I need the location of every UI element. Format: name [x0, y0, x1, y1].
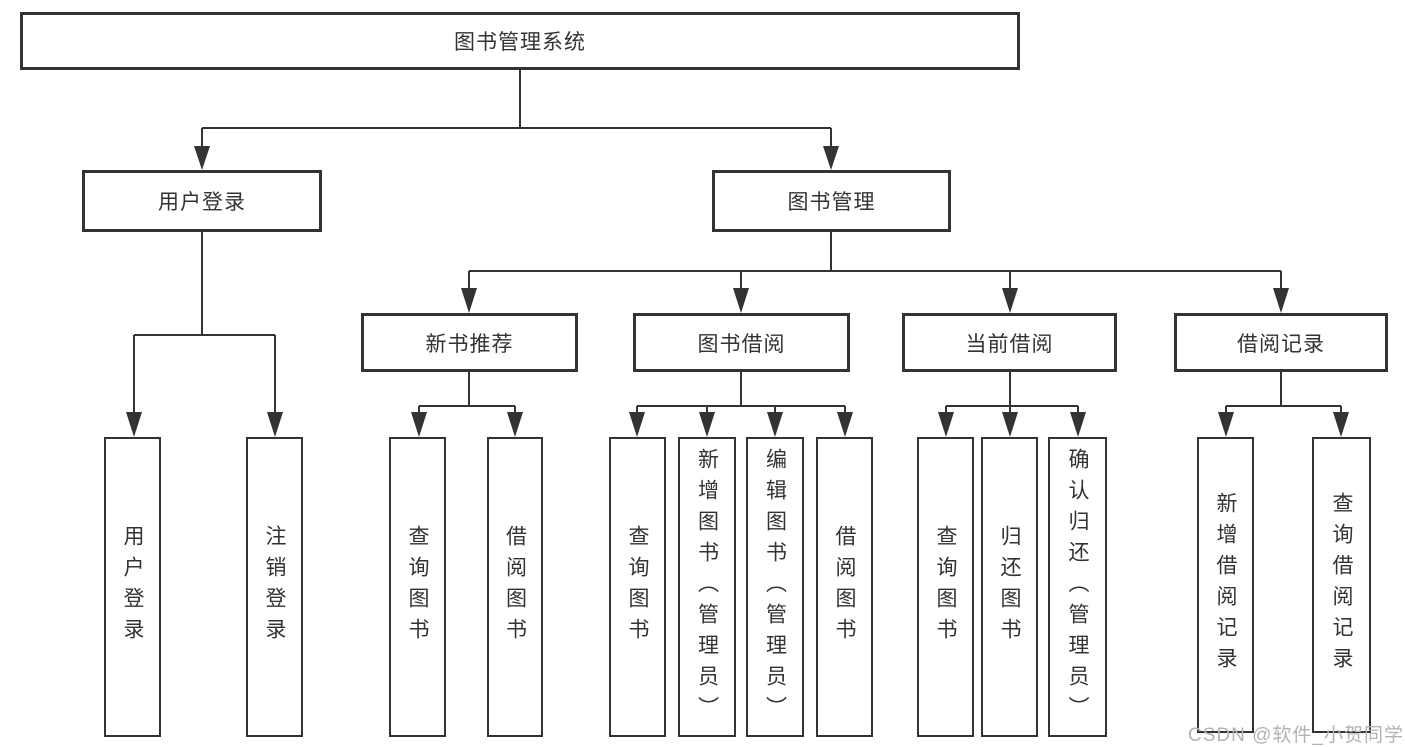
- node-borrow-records: 借阅记录: [1174, 313, 1388, 372]
- leaf-label: 借阅图书: [833, 525, 856, 649]
- leaf-label: 确认归还（管理员）: [1066, 447, 1089, 727]
- leaf-confirm-return-admin: 确认归还（管理员）: [1048, 437, 1107, 737]
- leaf-query-books-recommend: 查询图书: [389, 437, 446, 737]
- leaf-label: 归还图书: [998, 525, 1021, 649]
- leaf-query-books-borrow: 查询图书: [609, 437, 666, 737]
- leaf-label: 编辑图书（管理员）: [763, 447, 787, 727]
- leaf-label: 新增借阅记录: [1214, 492, 1237, 678]
- leaf-label: 注销登录: [263, 525, 286, 649]
- node-book-borrow: 图书借阅: [633, 313, 850, 372]
- leaf-label: 用户登录: [121, 525, 144, 649]
- node-new-book-recommend: 新书推荐: [361, 313, 578, 372]
- node-library-management-system: 图书管理系统: [20, 12, 1020, 70]
- leaf-label: 查询图书: [406, 525, 429, 649]
- csdn-watermark: CSDN @软件_小贺同学: [1188, 725, 1404, 746]
- node-book-management: 图书管理: [712, 170, 951, 232]
- leaf-borrow-books-recommend: 借阅图书: [487, 437, 543, 737]
- leaf-borrow-books: 借阅图书: [816, 437, 873, 737]
- leaf-user-login: 用户登录: [104, 437, 161, 737]
- leaf-query-borrow-record: 查询借阅记录: [1312, 437, 1371, 733]
- leaf-edit-books-admin: 编辑图书（管理员）: [746, 437, 804, 737]
- leaf-label: 查询借阅记录: [1330, 492, 1353, 678]
- leaf-label: 新增图书（管理员）: [695, 447, 719, 727]
- leaf-add-borrow-record: 新增借阅记录: [1197, 437, 1254, 733]
- leaf-return-books: 归还图书: [981, 437, 1038, 737]
- leaf-add-books-admin: 新增图书（管理员）: [678, 437, 736, 737]
- node-current-borrow: 当前借阅: [902, 313, 1117, 372]
- leaf-label: 查询图书: [934, 525, 957, 649]
- node-user-login: 用户登录: [82, 170, 322, 232]
- leaf-label: 查询图书: [626, 525, 649, 649]
- leaf-query-books-current: 查询图书: [917, 437, 974, 737]
- leaf-label: 借阅图书: [503, 525, 527, 649]
- leaf-logout: 注销登录: [246, 437, 303, 737]
